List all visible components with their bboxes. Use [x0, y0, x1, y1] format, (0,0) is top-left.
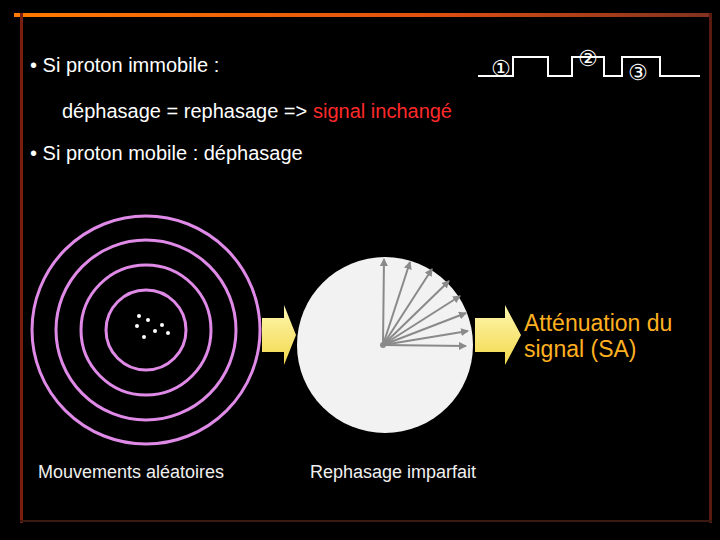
caption-text: Rephasage imparfait: [310, 462, 476, 483]
phase-circle: [297, 257, 473, 433]
note-text: déphasage = rephasage =>: [62, 100, 307, 123]
bullet-text: • Si proton mobile : déphasage: [30, 142, 303, 165]
result-text: Atténuation du signal (SA): [524, 310, 704, 363]
vector-origin: [380, 342, 386, 348]
spin-vectors: [383, 259, 468, 346]
callout-number: ①: [491, 56, 511, 81]
block-arrow: [262, 305, 296, 365]
bullet-text: • Si proton immobile :: [30, 54, 219, 77]
proton-dots: [135, 314, 170, 339]
result-text: signal inchangé: [313, 100, 452, 123]
block-arrow: [475, 305, 521, 365]
caption-text: Mouvements aléatoires: [38, 462, 224, 483]
callout-number: ②: [578, 46, 598, 71]
callout-number: ③: [628, 60, 648, 85]
concentric-circles: [32, 216, 260, 444]
slide-frame: [14, 13, 712, 523]
